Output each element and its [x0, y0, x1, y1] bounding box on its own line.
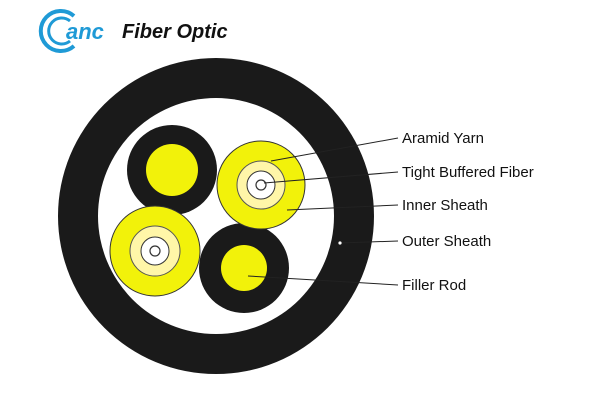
filler-rod-core: [221, 245, 267, 291]
callout-line-inner-sheath: [286, 204, 399, 211]
label-outer-sheath: Outer Sheath: [402, 233, 491, 250]
callout-line-filler-rod: [247, 275, 399, 286]
callout-line-tight-buffered-fiber: [263, 171, 399, 184]
anc-logo: anc Fiber Optic: [38, 9, 228, 53]
logo-mark: anc: [38, 9, 104, 53]
callout-line-outer-sheath: [339, 240, 399, 244]
fiber-unit-top-right: [216, 140, 306, 230]
filler-rod-core: [146, 144, 198, 196]
fiber-unit-bottom-left: [109, 205, 201, 297]
label-filler-rod: Filler Rod: [402, 277, 466, 294]
label-inner-sheath: Inner Sheath: [402, 197, 488, 214]
fiber-core: [255, 179, 267, 191]
fiber-core: [149, 245, 161, 257]
filler-rod-top-left: [127, 125, 217, 215]
callout-lines: [247, 137, 399, 286]
callout-line-aramid-yarn: [270, 137, 399, 162]
label-tight-buffered-fiber: Tight Buffered Fiber: [402, 164, 534, 181]
logo-mark-text: anc: [66, 19, 104, 44]
logo-arc-inner: [47, 16, 71, 46]
filler-rod-bottom-right: [199, 223, 289, 313]
label-aramid-yarn: Aramid Yarn: [402, 130, 484, 147]
brand-name: Fiber Optic: [122, 21, 228, 43]
logo-arc-outer: [38, 9, 76, 53]
outer-sheath-pointer-dot: [338, 241, 342, 245]
